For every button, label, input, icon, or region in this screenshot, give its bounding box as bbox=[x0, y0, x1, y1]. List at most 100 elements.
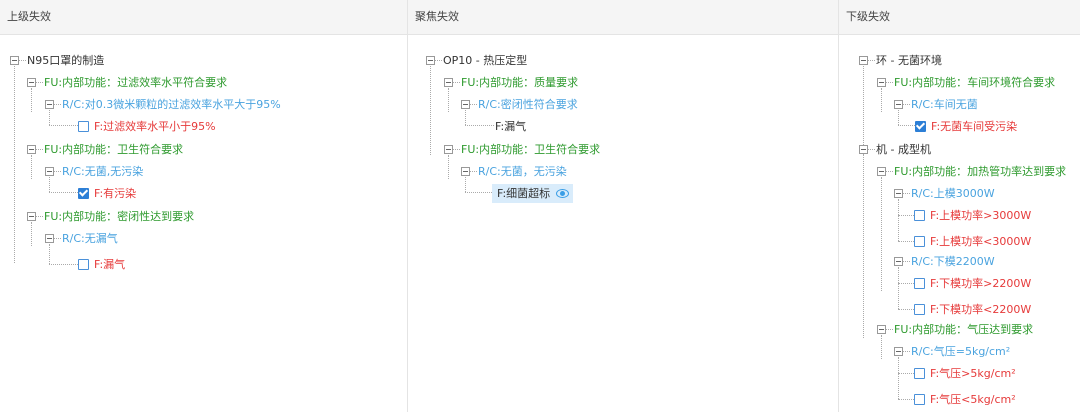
tree-node-rc[interactable]: R/C:气压=5kg/cm² bbox=[894, 341, 1010, 361]
tree-node-fu[interactable]: FU:内部功能：车间环境符合要求 bbox=[877, 72, 1055, 92]
tree-node-failure[interactable]: F:漏气 bbox=[78, 254, 125, 274]
focus-failure-panel: 聚焦失效 OP10 - 热压定型 FU:内部功能：质量要求 R/C:密闭性符合要… bbox=[408, 0, 839, 412]
tree-node-rc[interactable]: R/C:上模3000W bbox=[894, 183, 995, 203]
node-label: F:下模功率<2200W bbox=[930, 303, 1032, 316]
node-label: FU:内部功能：过滤效率水平符合要求 bbox=[44, 76, 228, 89]
collapse-toggle-icon[interactable] bbox=[461, 166, 470, 176]
collapse-toggle-icon[interactable] bbox=[877, 77, 886, 87]
node-label: F:漏气 bbox=[94, 258, 126, 271]
collapse-toggle-icon[interactable] bbox=[426, 55, 435, 65]
node-label: OP10 - 热压定型 bbox=[443, 54, 528, 67]
node-label: N95口罩的制造 bbox=[27, 54, 105, 67]
collapse-toggle-icon[interactable] bbox=[877, 166, 886, 176]
collapse-toggle-icon[interactable] bbox=[10, 55, 19, 65]
node-label: R/C:对0.3微米颗粒的过滤效率水平大于95% bbox=[62, 98, 281, 111]
node-label: F:有污染 bbox=[94, 187, 137, 200]
tree-node-failure-selected[interactable]: F:细菌超标 bbox=[492, 183, 574, 203]
node-label: F:气压>5kg/cm² bbox=[930, 367, 1016, 380]
tree-node-fu[interactable]: FU:内部功能：气压达到要求 bbox=[877, 319, 1033, 339]
collapse-toggle-icon[interactable] bbox=[859, 144, 868, 154]
node-label: F:下模功率>2200W bbox=[930, 277, 1032, 290]
failure-checkbox-checked[interactable] bbox=[915, 120, 926, 132]
collapse-toggle-icon[interactable] bbox=[27, 144, 36, 154]
tree-node-failure[interactable]: F:下模功率>2200W bbox=[914, 273, 1031, 293]
tree-node-root[interactable]: 环 - 无菌环境 bbox=[859, 50, 942, 70]
tree-node-fu[interactable]: FU:内部功能：卫生符合要求 bbox=[27, 139, 183, 159]
node-label: R/C:下模2200W bbox=[911, 255, 995, 268]
tree-node-fu[interactable]: FU:内部功能：卫生符合要求 bbox=[444, 139, 600, 159]
tree-node-root[interactable]: OP10 - 热压定型 bbox=[426, 50, 527, 70]
collapse-toggle-icon[interactable] bbox=[45, 166, 54, 176]
tree-node-fu[interactable]: FU:内部功能：质量要求 bbox=[444, 72, 578, 92]
selected-node-highlight[interactable]: F:细菌超标 bbox=[492, 183, 574, 203]
node-label: FU:内部功能：气压达到要求 bbox=[894, 323, 1034, 336]
collapse-toggle-icon[interactable] bbox=[877, 324, 886, 334]
node-label: FU:内部功能：质量要求 bbox=[461, 76, 579, 89]
tree-node-failure[interactable]: F:有污染 bbox=[78, 183, 136, 203]
failure-checkbox[interactable] bbox=[914, 277, 925, 289]
node-label: FU:内部功能：密闭性达到要求 bbox=[44, 210, 195, 223]
tree-node-rc[interactable]: R/C:密闭性符合要求 bbox=[461, 94, 578, 114]
tree-node-failure[interactable]: F:下模功率<2200W bbox=[914, 299, 1031, 319]
node-label: R/C:密闭性符合要求 bbox=[478, 98, 578, 111]
failure-checkbox[interactable] bbox=[78, 258, 89, 270]
collapse-toggle-icon[interactable] bbox=[894, 99, 903, 109]
tree-node-failure[interactable]: F:上模功率>3000W bbox=[914, 205, 1031, 225]
tree-node-failure[interactable]: F:无菌车间受污染 bbox=[915, 116, 1017, 136]
tree-node-failure[interactable]: F:气压<5kg/cm² bbox=[914, 389, 1016, 409]
node-label: F:过滤效率水平小于95% bbox=[94, 120, 216, 133]
upper-failure-panel: 上级失效 N95口罩的制造 FU:内部功能：过滤效率水平符合要求 R/C:对0.… bbox=[0, 0, 408, 412]
focus-failure-header: 聚焦失效 bbox=[408, 0, 838, 35]
tree-node-rc[interactable]: R/C:下模2200W bbox=[894, 251, 995, 271]
eye-icon[interactable] bbox=[556, 188, 570, 198]
collapse-toggle-icon[interactable] bbox=[461, 99, 470, 109]
collapse-toggle-icon[interactable] bbox=[444, 77, 453, 87]
tree-node-rc[interactable]: R/C:无菌，无污染 bbox=[461, 161, 567, 181]
node-label: R/C:无菌,无污染 bbox=[62, 165, 144, 178]
node-label: F:上模功率<3000W bbox=[930, 235, 1032, 248]
collapse-toggle-icon[interactable] bbox=[27, 211, 36, 221]
failure-checkbox[interactable] bbox=[914, 209, 925, 221]
tree-node-rc[interactable]: R/C:无菌,无污染 bbox=[45, 161, 143, 181]
node-label: F:无菌车间受污染 bbox=[931, 120, 1018, 133]
node-label: F:细菌超标 bbox=[497, 187, 551, 200]
node-label: F:漏气 bbox=[495, 120, 527, 133]
node-label: R/C:无菌，无污染 bbox=[478, 165, 567, 178]
collapse-toggle-icon[interactable] bbox=[894, 346, 903, 356]
tree-node-rc[interactable]: R/C:车间无菌 bbox=[894, 94, 978, 114]
collapse-toggle-icon[interactable] bbox=[894, 188, 903, 198]
node-label: 环 - 无菌环境 bbox=[876, 54, 942, 67]
tree-node-failure[interactable]: F:气压>5kg/cm² bbox=[914, 363, 1016, 383]
collapse-toggle-icon[interactable] bbox=[444, 144, 453, 154]
tree-node-rc[interactable]: R/C:对0.3微米颗粒的过滤效率水平大于95% bbox=[45, 94, 281, 114]
lower-failure-header: 下级失效 bbox=[839, 0, 1080, 35]
collapse-toggle-icon[interactable] bbox=[859, 55, 868, 65]
tree-node-failure[interactable]: F:漏气 bbox=[494, 116, 526, 136]
node-label: F:上模功率>3000W bbox=[930, 209, 1032, 222]
failure-checkbox[interactable] bbox=[914, 393, 925, 405]
tree-node-fu[interactable]: FU:内部功能：密闭性达到要求 bbox=[27, 206, 194, 226]
tree-node-root[interactable]: 机 - 成型机 bbox=[859, 139, 931, 159]
collapse-toggle-icon[interactable] bbox=[45, 99, 54, 109]
node-label: R/C:气压=5kg/cm² bbox=[911, 345, 1011, 358]
tree-node-rc[interactable]: R/C:无漏气 bbox=[45, 228, 118, 248]
node-label: R/C:车间无菌 bbox=[911, 98, 978, 111]
collapse-toggle-icon[interactable] bbox=[894, 256, 903, 266]
node-label: FU:内部功能：卫生符合要求 bbox=[461, 143, 601, 156]
tree-node-root[interactable]: N95口罩的制造 bbox=[10, 50, 104, 70]
node-label: R/C:无漏气 bbox=[62, 232, 118, 245]
failure-checkbox[interactable] bbox=[78, 120, 89, 132]
failure-checkbox[interactable] bbox=[914, 367, 925, 379]
tree-node-failure[interactable]: F:上模功率<3000W bbox=[914, 231, 1031, 251]
collapse-toggle-icon[interactable] bbox=[27, 77, 36, 87]
collapse-toggle-icon[interactable] bbox=[45, 233, 54, 243]
failure-checkbox[interactable] bbox=[914, 235, 925, 247]
node-label: 机 - 成型机 bbox=[876, 143, 931, 156]
failure-checkbox[interactable] bbox=[914, 303, 925, 315]
node-label: FU:内部功能：加热管功率达到要求 bbox=[894, 165, 1067, 178]
tree-node-fu[interactable]: FU:内部功能：过滤效率水平符合要求 bbox=[27, 72, 227, 92]
failure-checkbox-checked[interactable] bbox=[78, 187, 89, 199]
tree-node-fu[interactable]: FU:内部功能：加热管功率达到要求 bbox=[877, 161, 1066, 181]
tree-node-failure[interactable]: F:过滤效率水平小于95% bbox=[78, 116, 216, 136]
